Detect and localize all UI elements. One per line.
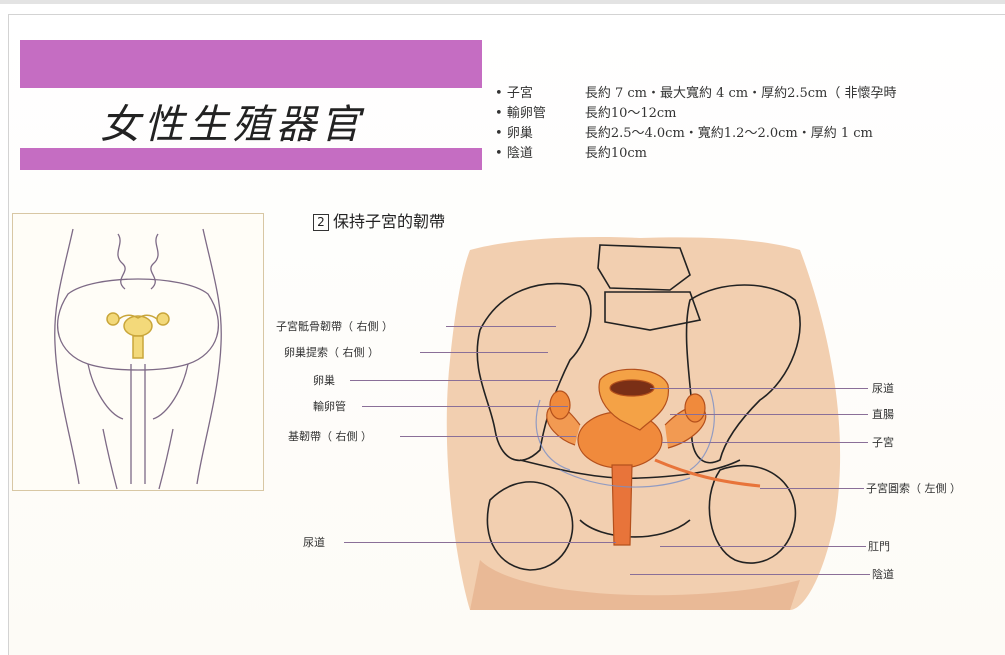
label-urethra-right: 尿道	[872, 380, 894, 396]
vagina-shape	[612, 465, 632, 545]
label-suspensory-ligament: 卵巢提索（ 右側 ）	[284, 344, 379, 360]
left-ovary	[685, 394, 705, 422]
label-fallopian-tube: 輸卵管	[313, 398, 346, 414]
leader-line	[760, 488, 864, 489]
label-vagina: 陰道	[872, 566, 894, 582]
label-urethra-left: 尿道	[303, 534, 325, 550]
label-cardinal-ligament: 基韌帶（ 右側 ）	[288, 428, 372, 444]
leader-line	[630, 574, 870, 575]
leader-line	[650, 388, 868, 389]
leader-line	[400, 436, 576, 437]
leader-line	[446, 326, 556, 327]
right-ovary	[550, 391, 570, 419]
leader-line	[660, 546, 866, 547]
label-round-ligament: 子宮圓索（ 左側 ）	[866, 480, 961, 496]
label-uterus: 子宮	[872, 434, 894, 450]
leader-line	[420, 352, 548, 353]
leader-line	[670, 414, 868, 415]
label-uterosacral-ligament: 子宮骶骨韌帶（ 右側 ）	[276, 318, 393, 334]
rectum-lumen	[610, 380, 654, 396]
leader-line	[344, 542, 616, 543]
label-ovary: 卵巢	[313, 372, 335, 388]
leader-line	[662, 442, 868, 443]
leader-line	[362, 406, 568, 407]
label-rectum: 直腸	[872, 406, 894, 422]
leader-line	[350, 380, 558, 381]
label-anus: 肛門	[868, 538, 890, 554]
